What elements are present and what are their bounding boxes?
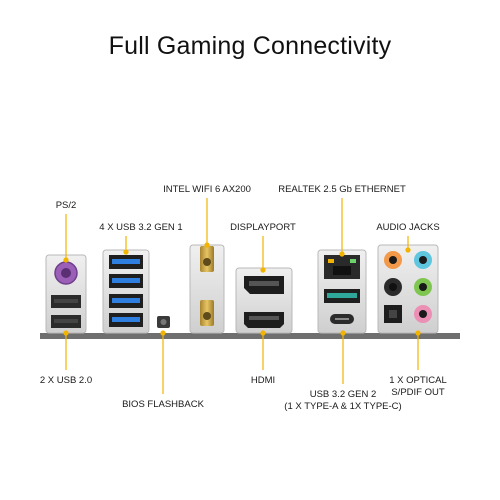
lan-usb-block: [317, 249, 367, 334]
label-bios-flashback: BIOS FLASHBACK: [122, 399, 204, 410]
label-ps2: PS/2: [55, 200, 77, 211]
wifi-antenna-block: [189, 244, 225, 334]
label-ethernet: REALTEK 2.5 Gb ETHERNET: [278, 184, 406, 195]
label-audio-jacks: AUDIO JACKS: [376, 222, 440, 233]
label-optical: 1 X OPTICAL S/PDIF OUT: [389, 375, 447, 399]
label-usb32-gen2-line2: (1 X TYPE-A & 1X TYPE-C): [284, 401, 402, 412]
usb32-gen1-block: [102, 249, 150, 334]
audio-block: [377, 244, 439, 334]
video-block: [235, 267, 293, 334]
label-optical-line1: 1 X OPTICAL: [389, 375, 447, 386]
board-edge: [40, 333, 460, 339]
label-optical-line2: S/PDIF OUT: [391, 387, 445, 398]
ps2-usb20-block: [45, 254, 87, 334]
label-usb32-gen1: 4 X USB 3.2 GEN 1: [99, 222, 183, 233]
label-usb32-gen2-line1: USB 3.2 GEN 2: [309, 389, 377, 400]
callout-lines: [63, 198, 421, 394]
label-usb32-gen2: USB 3.2 GEN 2 (1 X TYPE-A & 1X TYPE-C): [284, 389, 401, 413]
label-hdmi: HDMI: [250, 375, 276, 386]
label-usb20: 2 X USB 2.0: [39, 375, 93, 386]
label-wifi: INTEL WIFI 6 AX200: [163, 184, 251, 195]
page-title: Full Gaming Connectivity: [108, 32, 392, 60]
label-displayport: DISPLAYPORT: [230, 222, 296, 233]
